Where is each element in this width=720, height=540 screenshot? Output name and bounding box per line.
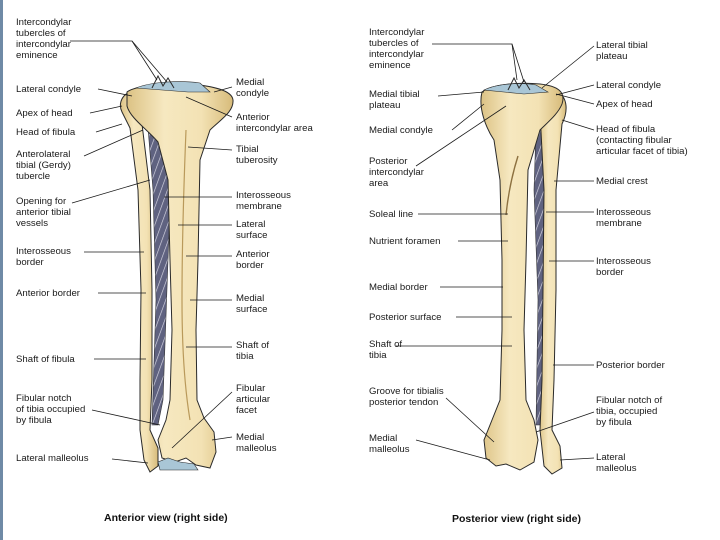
leader-ant-apex bbox=[90, 106, 122, 113]
leader-ant-lateral-malleolus bbox=[112, 459, 148, 463]
label-post-posterior-intercondylar-area: Posterior intercondylar area bbox=[369, 156, 424, 189]
label-post-shaft-of-tibia: Shaft of tibia bbox=[369, 339, 402, 361]
leader-post-medial-plateau bbox=[438, 92, 484, 96]
label-post-groove-tibialis: Groove for tibialis posterior tendon bbox=[369, 386, 444, 408]
label-post-apex-of-head: Apex of head bbox=[596, 99, 653, 110]
label-ant-lateral-surface: Lateral surface bbox=[236, 219, 267, 241]
leader-post-lateral-condyle bbox=[556, 85, 594, 95]
label-ant-shaft-of-tibia: Shaft of tibia bbox=[236, 340, 269, 362]
label-post-interosseous-border: Interosseous border bbox=[596, 256, 651, 278]
label-ant-gerdy-tubercle: Anterolateral tibial (Gerdy) tubercle bbox=[16, 149, 71, 182]
label-post-posterior-border: Posterior border bbox=[596, 360, 665, 371]
label-post-intercondylar-tubercles: Intercondylar tubercles of intercondylar… bbox=[369, 27, 424, 71]
anterior-view-group bbox=[120, 76, 233, 472]
leader-post-tubercles bbox=[432, 44, 517, 80]
leader-post-medial-condyle bbox=[452, 104, 484, 130]
leader-post-lateral-malleolus bbox=[560, 458, 594, 460]
leader-ant-tubercles bbox=[70, 41, 157, 80]
label-ant-lateral-condyle: Lateral condyle bbox=[16, 84, 81, 95]
leader-post-head-fibula bbox=[562, 120, 594, 130]
label-ant-medial-malleolus: Medial malleolus bbox=[236, 432, 277, 454]
label-ant-interosseous-border: Interosseous border bbox=[16, 246, 71, 268]
label-ant-fibular-articular-facet: Fibular articular facet bbox=[236, 383, 270, 416]
label-post-posterior-surface: Posterior surface bbox=[369, 312, 442, 323]
label-ant-shaft-of-fibula: Shaft of fibula bbox=[16, 354, 75, 365]
label-post-lateral-malleolus: Lateral malleolus bbox=[596, 452, 637, 474]
label-ant-apex-of-head: Apex of head bbox=[16, 108, 73, 119]
label-post-soleal-line: Soleal line bbox=[369, 209, 413, 220]
label-ant-interosseous-membrane: Interosseous membrane bbox=[236, 190, 291, 212]
label-ant-intercondylar-tubercles: Intercondylar tubercles of intercondylar… bbox=[16, 17, 71, 61]
posterior-view-group bbox=[481, 78, 566, 474]
label-ant-anterior-border-fibula: Anterior border bbox=[16, 288, 80, 299]
label-ant-opening-anterior-tibial: Opening for anterior tibial vessels bbox=[16, 196, 71, 229]
posterior-fibula bbox=[539, 91, 567, 474]
label-ant-lateral-malleolus: Lateral malleolus bbox=[16, 453, 89, 464]
label-ant-anterior-border-tibia: Anterior border bbox=[236, 249, 270, 271]
label-post-medial-crest: Medial crest bbox=[596, 176, 648, 187]
label-post-medial-condyle: Medial condyle bbox=[369, 125, 433, 136]
label-post-interosseous-membrane: Interosseous membrane bbox=[596, 207, 651, 229]
label-post-medial-border: Medial border bbox=[369, 282, 428, 293]
label-ant-tibial-tuberosity: Tibial tuberosity bbox=[236, 144, 278, 166]
leader-post-groove bbox=[446, 398, 494, 442]
caption-anterior-view: Anterior view (right side) bbox=[104, 512, 228, 524]
leader-ant-head-fibula bbox=[96, 124, 122, 132]
label-ant-head-of-fibula: Head of fibula bbox=[16, 127, 75, 138]
label-post-head-of-fibula: Head of fibula (contacting fibular artic… bbox=[596, 124, 688, 157]
label-post-medial-tibial-plateau: Medial tibial plateau bbox=[369, 89, 420, 111]
label-ant-medial-surface: Medial surface bbox=[236, 293, 267, 315]
label-ant-fibular-notch: Fibular notch of tibia occupied by fibul… bbox=[16, 393, 85, 426]
label-post-lateral-condyle: Lateral condyle bbox=[596, 80, 661, 91]
label-post-medial-malleolus: Medial malleolus bbox=[369, 433, 410, 455]
leader-post-lateral-plateau bbox=[542, 46, 594, 88]
label-post-lateral-tibial-plateau: Lateral tibial plateau bbox=[596, 40, 648, 62]
leader-ant-tubercles-2 bbox=[132, 41, 167, 82]
label-post-fibular-notch: Fibular notch of tibia, occupied by fibu… bbox=[596, 395, 662, 428]
leader-post-medial-malleolus bbox=[416, 440, 490, 460]
label-ant-anterior-intercondylar-area: Anterior intercondylar area bbox=[236, 112, 313, 134]
label-post-nutrient-foramen: Nutrient foramen bbox=[369, 236, 440, 247]
leader-post-tubercles-2 bbox=[512, 44, 524, 82]
caption-posterior-view: Posterior view (right side) bbox=[452, 513, 581, 525]
label-ant-medial-condyle: Medial condyle bbox=[236, 77, 269, 99]
